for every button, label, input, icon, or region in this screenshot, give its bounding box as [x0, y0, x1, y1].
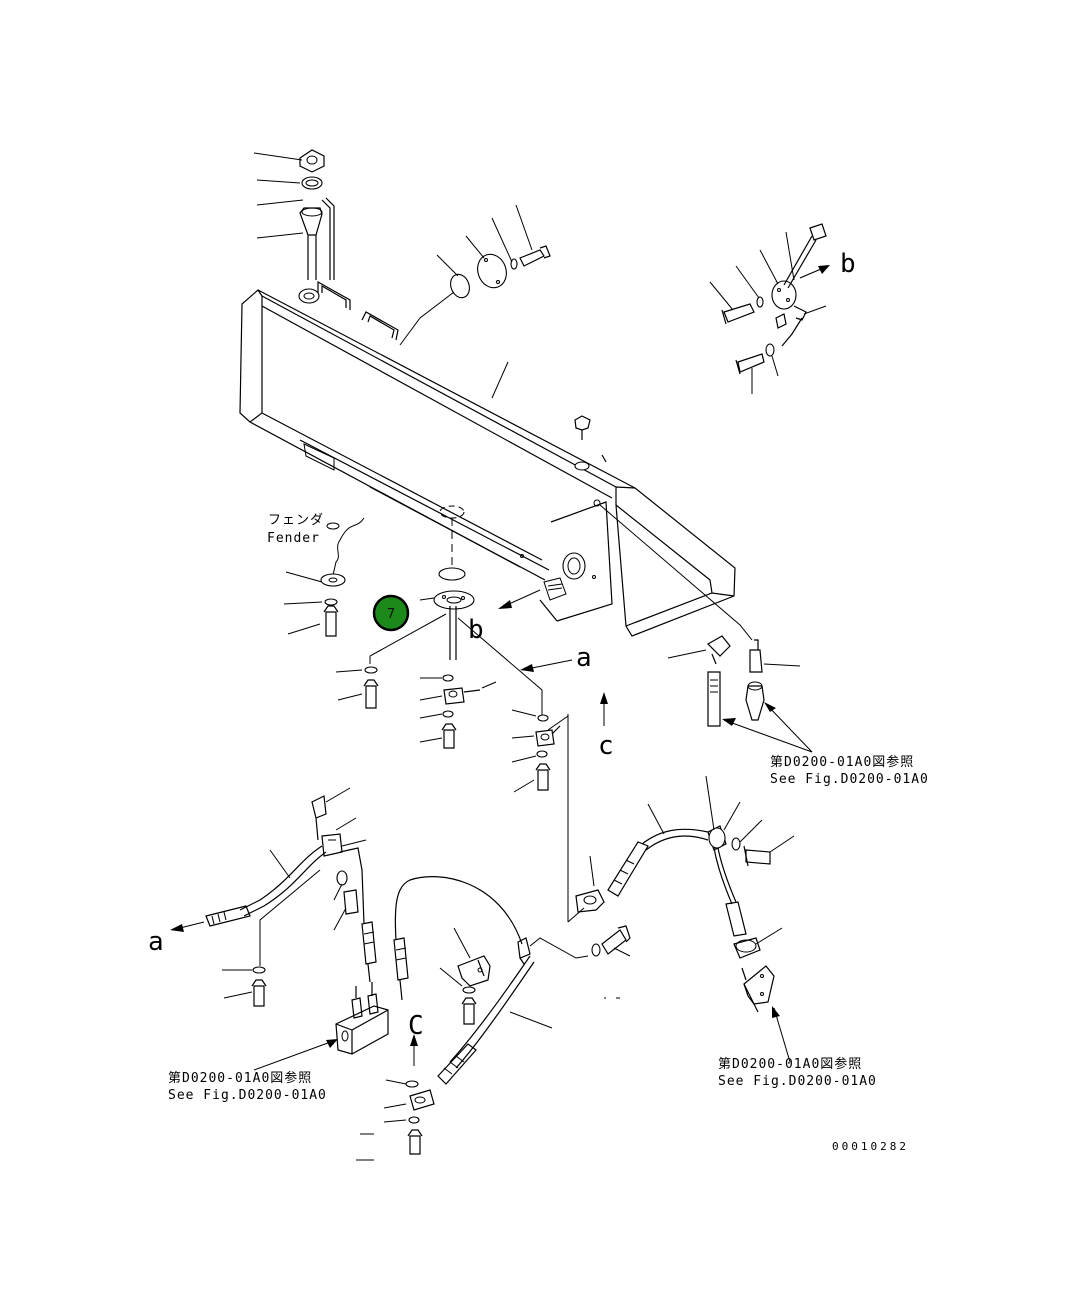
- lower-left-hoses: [170, 787, 523, 1071]
- fender-label-en: Fender: [267, 531, 320, 546]
- fender-label-jp: フェンダ: [268, 513, 324, 528]
- drawing-id: 00010282: [832, 1140, 909, 1153]
- hotspot-label: 7: [387, 607, 395, 622]
- ref-1-jp: 第D0200-01A0図参照: [770, 754, 914, 770]
- right-lower-hoses: [607, 775, 795, 1063]
- hotspot-marker[interactable]: 7: [372, 594, 410, 632]
- right-hose-elbows: [599, 504, 813, 753]
- ref-3-en: See Fig.D0200-01A0: [718, 1074, 877, 1089]
- letter-a-center: a: [576, 643, 592, 673]
- letter-b-center: b: [468, 615, 484, 645]
- ref-2-jp: 第D0200-01A0図参照: [168, 1070, 312, 1086]
- drain-flange: [369, 505, 543, 716]
- gauge-assembly: [709, 223, 830, 394]
- fender-mount: [283, 517, 365, 637]
- ref-1-en: See Fig.D0200-01A0: [770, 772, 929, 787]
- letter-c-center: c: [598, 731, 614, 761]
- letter-a-lower: a: [148, 927, 164, 957]
- center-lower-bracket: [356, 927, 589, 1161]
- letter-c-lower: C: [408, 1011, 424, 1041]
- ref-3-jp: 第D0200-01A0図参照: [718, 1056, 862, 1072]
- ref-2-en: See Fig.D0200-01A0: [168, 1088, 327, 1103]
- hotspot-circle[interactable]: [372, 594, 410, 632]
- bolt-stacks-center: [335, 666, 569, 922]
- letter-b-top: b: [840, 249, 856, 279]
- filler-cap-assembly: [253, 149, 335, 280]
- inspection-cover: [399, 204, 551, 399]
- hose-clamp-center: [567, 855, 631, 999]
- fuel-tank: [239, 280, 736, 637]
